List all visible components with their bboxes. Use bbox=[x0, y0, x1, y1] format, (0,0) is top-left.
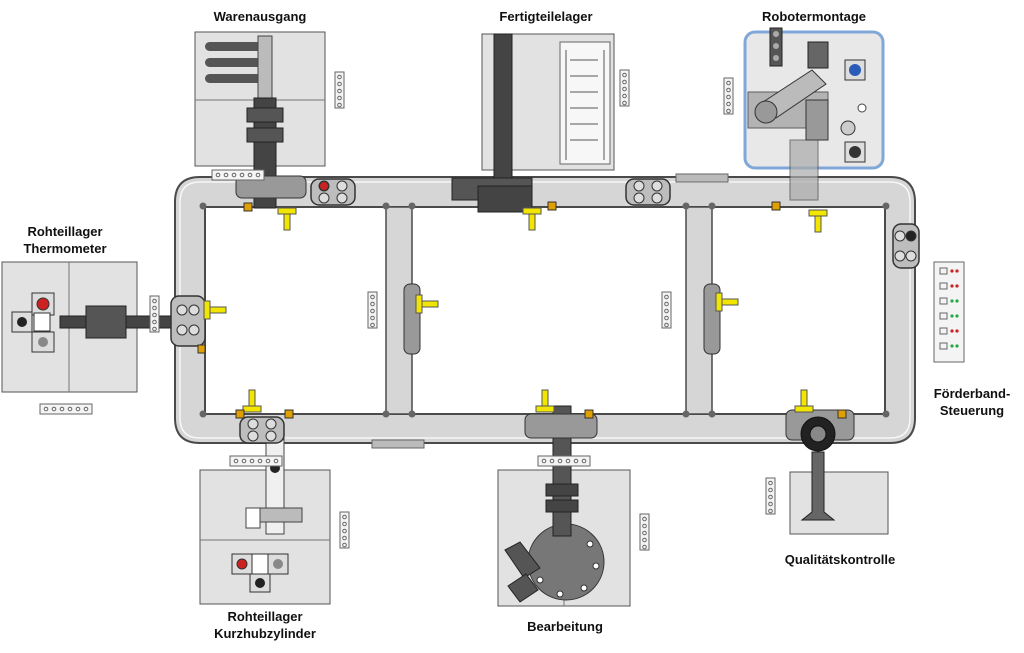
station-rohteillager-kurzhubzylinder[interactable] bbox=[199, 423, 350, 605]
clamp-top-1 bbox=[310, 178, 356, 206]
storage-rack-icon bbox=[205, 42, 263, 83]
robot-arm-icon bbox=[747, 69, 856, 201]
label-rohteillager-kurzhubzylinder: Rohteillager Kurzhubzylinder bbox=[200, 608, 330, 642]
station-title: Qualitätskontrolle bbox=[784, 552, 896, 567]
station-title: Fertigteilelager bbox=[499, 9, 593, 24]
station-qualitaetskontrolle[interactable] bbox=[765, 389, 889, 535]
station-rohteillager-thermometer[interactable] bbox=[1, 261, 181, 415]
belt-marker-bottom bbox=[371, 439, 425, 449]
station-title-line1: Rohteillager bbox=[227, 609, 303, 624]
station-title-line2: Steuerung bbox=[939, 403, 1005, 418]
clamp-cross-left bbox=[367, 283, 439, 355]
clamp-top-2 bbox=[625, 178, 671, 206]
station-title-line2: Kurzhubzylinder bbox=[214, 626, 316, 641]
label-qualitaetskontrolle: Qualitätskontrolle bbox=[770, 551, 910, 568]
station-title: Bearbeitung bbox=[527, 619, 603, 634]
station-title: Robotermontage bbox=[762, 9, 866, 24]
shelf-icon bbox=[565, 50, 605, 160]
station-fertigteilelager[interactable] bbox=[451, 33, 630, 231]
station-title-line2: Thermometer bbox=[23, 241, 107, 256]
clamp-right bbox=[892, 223, 920, 269]
belt-marker-top bbox=[675, 173, 729, 183]
label-bearbeitung: Bearbeitung bbox=[500, 618, 630, 635]
status-led-icon bbox=[950, 269, 959, 348]
label-foerderband-steuerung: Förderband- Steuerung bbox=[924, 385, 1020, 419]
clamp-cross-right bbox=[661, 283, 739, 355]
station-robotermontage[interactable] bbox=[723, 27, 885, 233]
station-title: Warenausgang bbox=[213, 9, 307, 24]
clamp-left bbox=[170, 295, 227, 354]
label-fertigteilelager: Fertigteilelager bbox=[476, 8, 616, 25]
station-warenausgang[interactable] bbox=[194, 31, 345, 231]
belt-bolts bbox=[199, 202, 890, 418]
clamp-bottom-1 bbox=[235, 389, 294, 444]
drill-tool-icon bbox=[504, 541, 541, 603]
label-robotermontage: Robotermontage bbox=[740, 8, 888, 25]
station-title-line1: Rohteillager bbox=[27, 224, 103, 239]
station-foerderband-steuerung[interactable] bbox=[933, 261, 965, 363]
label-rohteillager-thermometer: Rohteillager Thermometer bbox=[10, 223, 120, 257]
label-warenausgang: Warenausgang bbox=[195, 8, 325, 25]
station-title-line1: Förderband- bbox=[933, 386, 1011, 401]
clamp-bottom-2 bbox=[524, 389, 598, 439]
